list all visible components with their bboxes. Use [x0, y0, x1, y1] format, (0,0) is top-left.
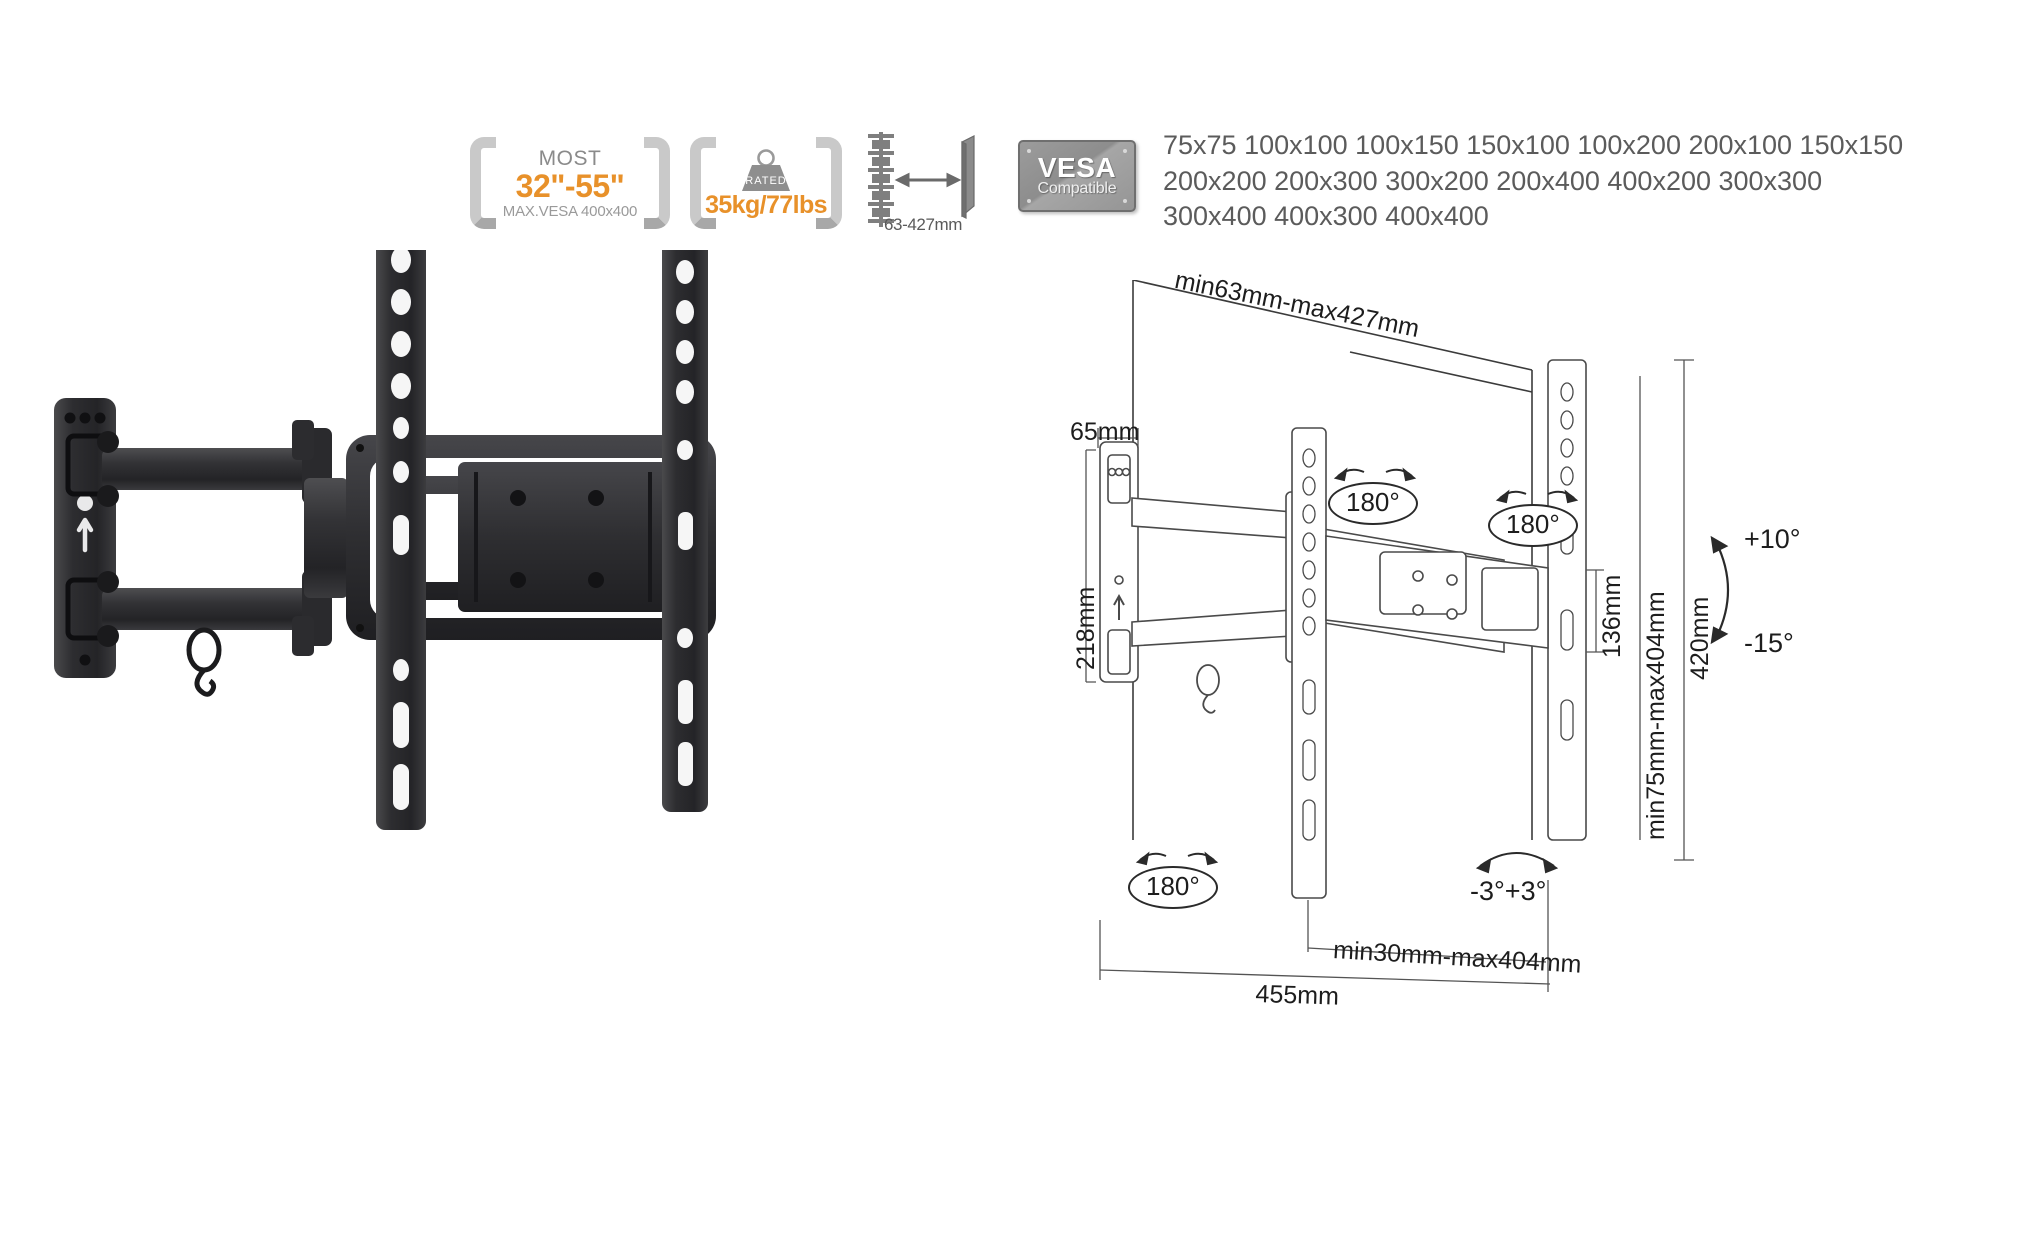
feature-badge-row: MOST 32"-55" MAX.VESA 400x400 RATED 35kg… — [0, 0, 2037, 240]
vesa-title: VESA — [1037, 151, 1117, 183]
vesa-adapter-plate — [458, 462, 668, 612]
weight-capacity-value: 35kg/77lbs — [705, 190, 827, 219]
bracket-right-icon — [816, 137, 842, 229]
tilt-arrow — [1710, 535, 1730, 645]
drawing-wall-plate — [1099, 441, 1139, 683]
dim-vertical-vesa-range: min75mm-max404mm — [1642, 591, 1670, 840]
wall-plate — [54, 398, 116, 678]
wall-distance-value: 63-427mm — [884, 215, 963, 234]
dim-wall-plate-height: 218mm — [1072, 586, 1100, 670]
dimension-line-art — [1085, 279, 1730, 992]
plaque-screw-icon — [1123, 199, 1127, 203]
product-photo — [40, 200, 970, 1150]
drawing-cable-hook — [1196, 664, 1220, 714]
vesa-size-line-1: 75x75 100x100 100x150 150x100 100x200 20… — [1163, 130, 1904, 160]
plaque-screw-icon — [1027, 199, 1031, 203]
vesa-size-list: 75x75 100x100 100x150 150x100 100x200 20… — [1163, 128, 2037, 235]
dim-overall-height: 420mm — [1686, 596, 1714, 680]
vesa-compatible-badge: VESA Compatible — [1018, 140, 1136, 212]
vertical-rail-left — [376, 200, 426, 830]
screen-size-badge: MOST 32"-55" MAX.VESA 400x400 — [470, 137, 670, 229]
dim-wall-plate-depth: 65mm — [1070, 418, 1140, 446]
drawing-bracket-body — [1325, 535, 1549, 649]
swivel-arrows — [1135, 467, 1579, 866]
weight-capacity-badge: RATED 35kg/77lbs — [690, 137, 842, 229]
screen-size-value: 32"-55" — [515, 167, 625, 204]
vertical-rail-right — [662, 222, 708, 812]
bracket-left-icon — [690, 137, 716, 229]
plaque-screw-icon — [1123, 149, 1127, 153]
vesa-subtitle: Compatible — [1037, 180, 1117, 198]
tilt-up-label: +10° — [1744, 524, 1801, 554]
weight-rated-text: RATED — [745, 175, 786, 187]
vesa-size-line-3: 300x400 400x300 400x400 — [1163, 201, 1489, 232]
bracket-right-icon — [644, 137, 670, 229]
level-adjust-label: -3°+3° — [1470, 876, 1547, 906]
most-label: MOST — [538, 146, 602, 170]
technical-dimension-drawing: 65mm 218mm min63mm-max427mm 136mm min75m… — [1070, 266, 2030, 1180]
cable-hook — [186, 627, 222, 697]
dim-bracket-height: 136mm — [1598, 574, 1626, 658]
weight-icon: RATED — [690, 147, 842, 193]
wall-distance-badge: 63-427mm — [862, 132, 982, 234]
wall-distance-icon — [868, 132, 975, 227]
swivel-plate-label: 180° — [1128, 866, 1218, 909]
center-pivot — [292, 420, 348, 656]
level-adjust-arrow — [1475, 852, 1559, 874]
swivel-arm-label: 180° — [1328, 482, 1418, 525]
max-vesa-label: MAX.VESA 400x400 — [502, 202, 638, 220]
swivel-head-label: 180° — [1488, 504, 1578, 547]
mount-photo-illustration — [54, 200, 716, 830]
bracket-left-icon — [470, 137, 496, 229]
plaque-screw-icon — [1027, 149, 1031, 153]
vesa-size-line-2: 200x200 200x300 300x200 200x400 400x200 … — [1163, 165, 1823, 196]
drawing-rail-left — [1291, 427, 1327, 899]
dim-overall-width: 455mm — [1255, 980, 1340, 1011]
tilt-down-label: -15° — [1744, 628, 1794, 658]
drawing-rail-right — [1547, 359, 1587, 841]
